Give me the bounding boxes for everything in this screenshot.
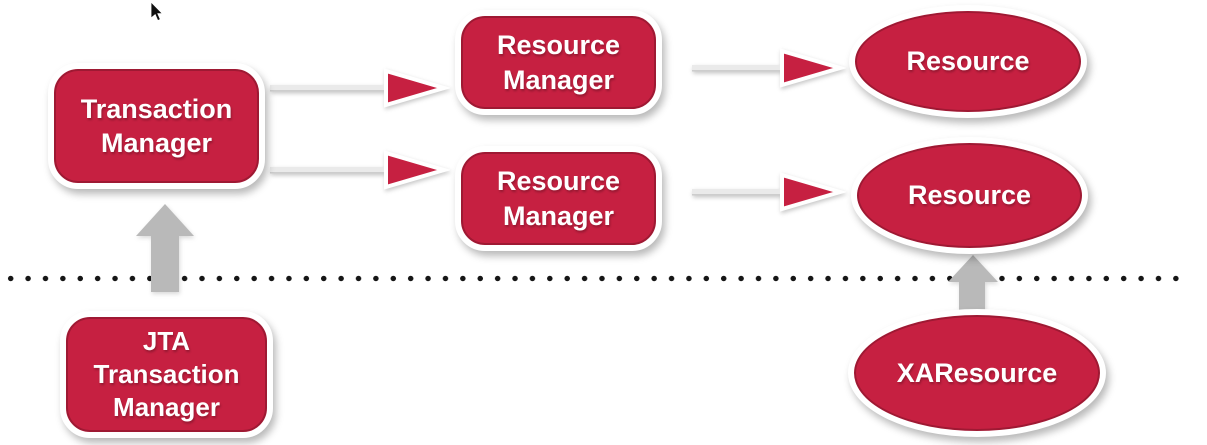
node-resource-manager-bottom: Resource Manager [455,146,662,251]
node-label-line: Manager [113,391,220,422]
gray-up-arrow-xa-to-resource [948,255,998,312]
node-label-line: Manager [502,64,615,95]
gray-up-arrow-jta-to-tm [136,204,194,292]
node-label-line: Resource [906,46,1030,77]
node-label-line: Transaction [80,93,233,124]
node-label-line: XAResource [896,357,1058,388]
arrow-rm-top-to-resource-top [692,48,846,88]
node-resource-top: Resource [849,5,1087,118]
node-label-line: Manager [100,128,213,158]
node-label-line: Resource [496,30,621,61]
node-jta-transaction-manager: JTA Transaction Manager [60,311,273,438]
mouse-cursor-icon [150,2,164,22]
node-xa-resource: XAResource [848,309,1106,437]
dotted-divider-line [2,275,1180,282]
arrow-rm-bottom-to-resource-bottom [692,172,846,212]
arrow-tm-to-rm-bottom [270,150,450,190]
node-resource-bottom: Resource [851,137,1088,254]
arrow-tm-to-rm-top [270,68,450,108]
node-label-line: Resource [496,166,621,197]
node-label-line: Transaction [93,359,240,390]
node-transaction-manager: Transaction Manager [48,63,265,189]
node-label-line: Resource [907,180,1032,211]
node-label-line: JTA [142,326,191,357]
node-label-line: Manager [502,200,615,231]
node-resource-manager-top: Resource Manager [455,10,662,115]
